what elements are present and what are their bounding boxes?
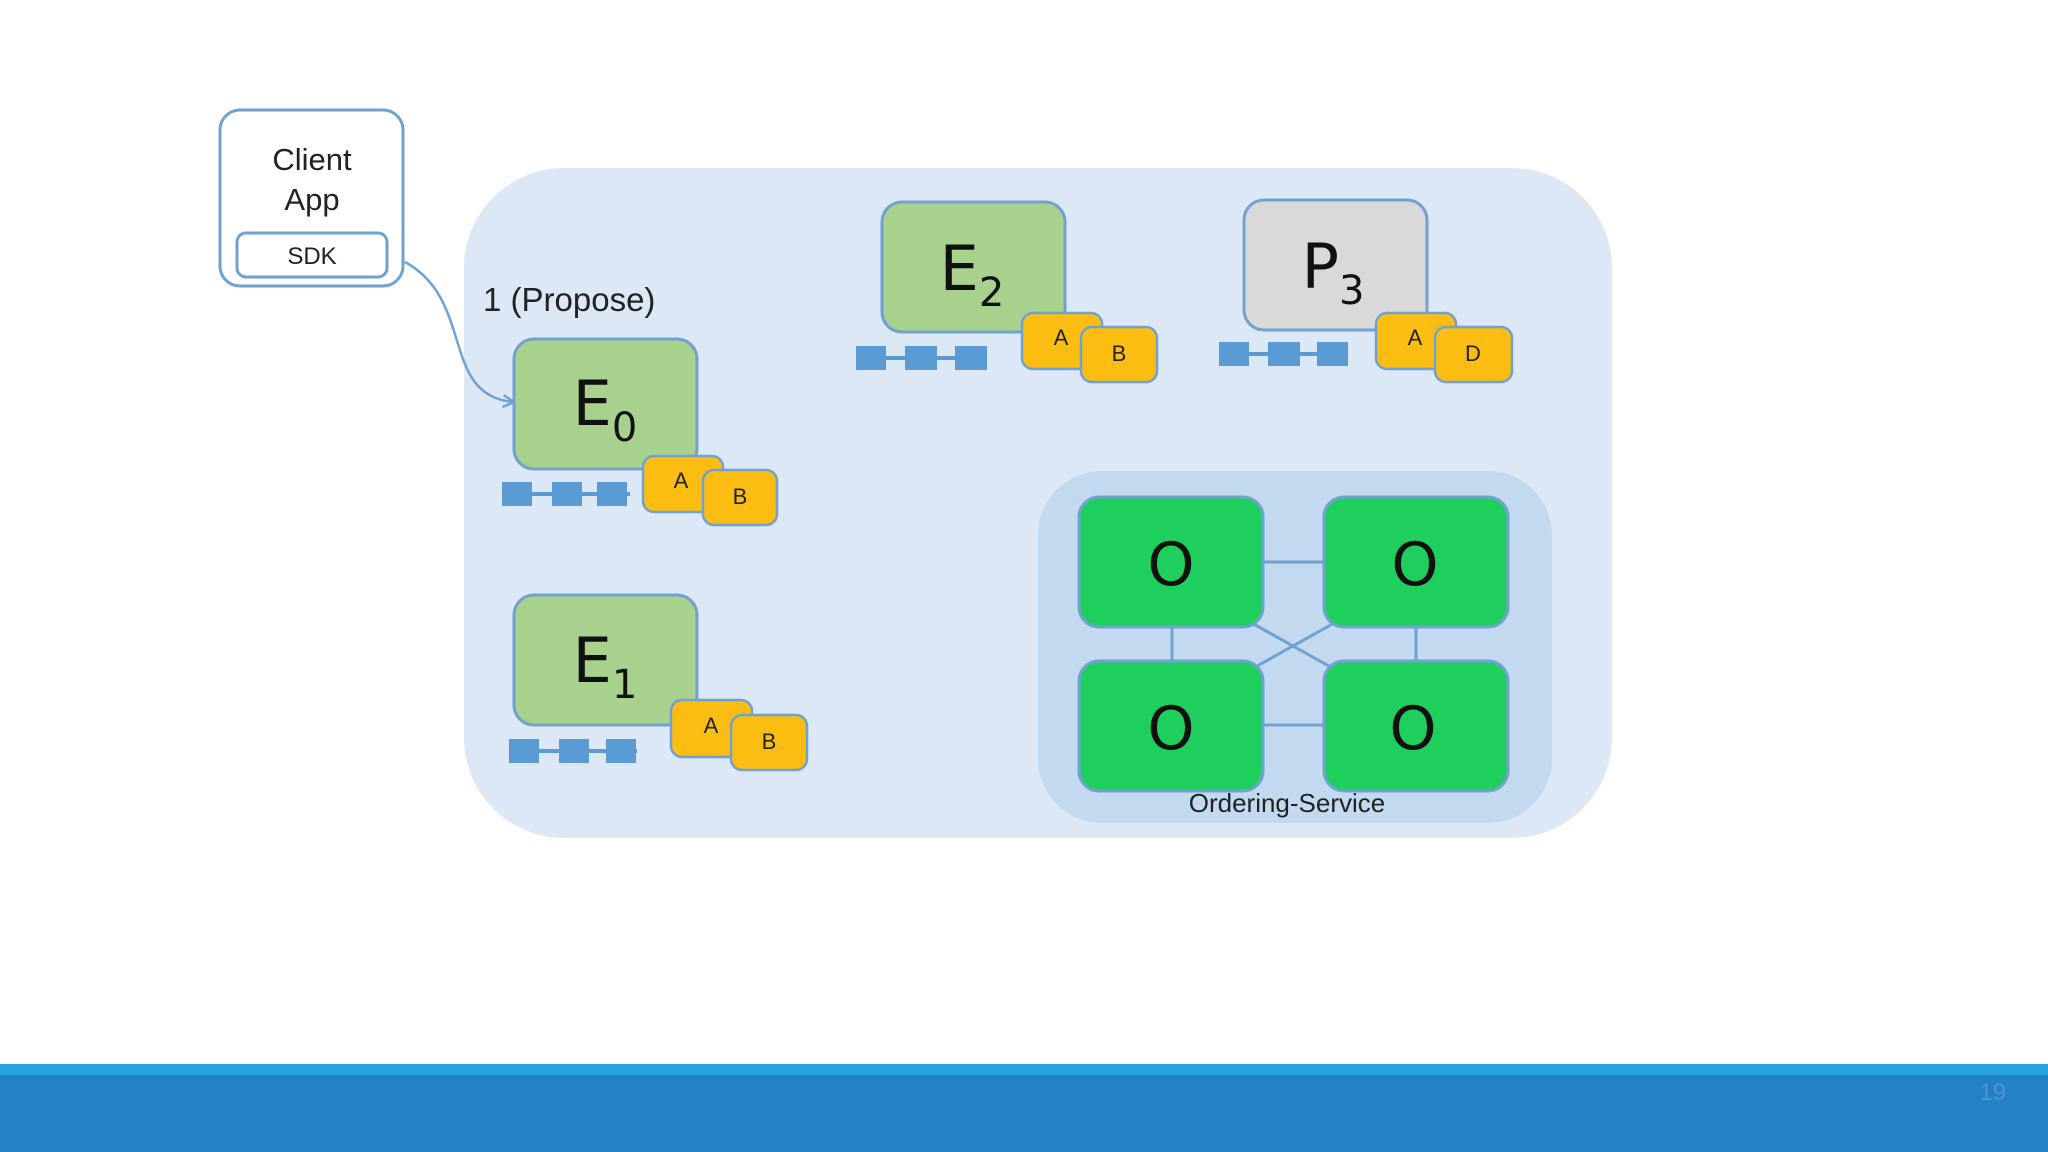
chaincode-d-label: D	[1465, 341, 1481, 366]
orderer-node: O	[1322, 495, 1510, 629]
ledger-e2	[856, 346, 987, 370]
propose-arrow	[404, 260, 513, 402]
endorser-e0: E0	[512, 337, 699, 471]
orderer-label: O	[1389, 694, 1436, 764]
client-app-title-line1: Client	[272, 142, 352, 177]
ordering-service-label: Ordering-Service	[1189, 788, 1386, 818]
ledger-block	[606, 739, 636, 763]
orderer-node: O	[1077, 495, 1265, 629]
orderer-links	[1170, 560, 1418, 727]
sdk-box	[235, 231, 389, 279]
chaincodes-e2: A B	[1020, 311, 1159, 384]
chaincode-b-label: B	[733, 484, 748, 509]
ledger-block	[1317, 342, 1348, 366]
endorser-e2-label: E2	[940, 232, 1005, 316]
network-diagram: Client App SDK 1 (Propose) E0 A B E1	[218, 108, 1612, 838]
ledger-block	[1268, 342, 1300, 366]
endorser-e1-label: E1	[573, 624, 638, 708]
orderer-label: O	[1147, 694, 1194, 764]
endorser-e2: E2	[880, 200, 1067, 334]
sdk-label: SDK	[287, 243, 336, 270]
chaincode-b	[729, 713, 809, 772]
orderer-node: O	[1077, 659, 1265, 793]
page-number: 19	[1979, 1079, 2006, 1106]
chaincodes-p3: A D	[1374, 311, 1514, 384]
chaincode-d	[1433, 325, 1514, 384]
orderer-label: O	[1391, 530, 1438, 600]
ledger-block	[905, 346, 937, 370]
chaincode-a-label: A	[1408, 325, 1423, 350]
ledger-e1	[509, 739, 637, 763]
ledger-p3	[1219, 342, 1348, 366]
chaincode-b	[1079, 325, 1159, 384]
footer-stripe	[0, 1064, 2048, 1075]
ledger-block	[597, 482, 627, 506]
ledger-block	[552, 482, 582, 506]
peer-p3: P3	[1242, 198, 1429, 332]
chaincode-a-label: A	[704, 713, 719, 738]
client-app: Client App SDK	[218, 108, 405, 288]
ledger-block	[856, 346, 886, 370]
chaincode-b-label: B	[762, 729, 777, 754]
chaincodes-e1: A B	[669, 698, 809, 772]
chaincode-b	[701, 468, 779, 527]
chaincode-a-label: A	[1054, 325, 1069, 350]
chaincode-b-label: B	[1112, 341, 1127, 366]
ordering-service: O O O O Ordering-Service	[1038, 471, 1552, 823]
ledger-block	[1219, 342, 1249, 366]
chaincodes-e0: A B	[641, 454, 779, 527]
peer-p3-label: P3	[1302, 230, 1365, 314]
endorser-e1: E1	[512, 593, 699, 727]
orderer-node: O	[1322, 659, 1510, 793]
ledger-block	[502, 482, 532, 506]
ledger-block	[955, 346, 987, 370]
endorser-e0-label: E0	[573, 367, 638, 451]
orderer-label: O	[1147, 530, 1194, 600]
ledger-e0	[502, 482, 630, 506]
ledger-block	[559, 739, 589, 763]
ledger-block	[509, 739, 539, 763]
client-app-title-line2: App	[284, 182, 339, 217]
footer-bar	[0, 1075, 2048, 1152]
propose-label: 1 (Propose)	[483, 281, 655, 318]
chaincode-a-label: A	[674, 468, 689, 493]
